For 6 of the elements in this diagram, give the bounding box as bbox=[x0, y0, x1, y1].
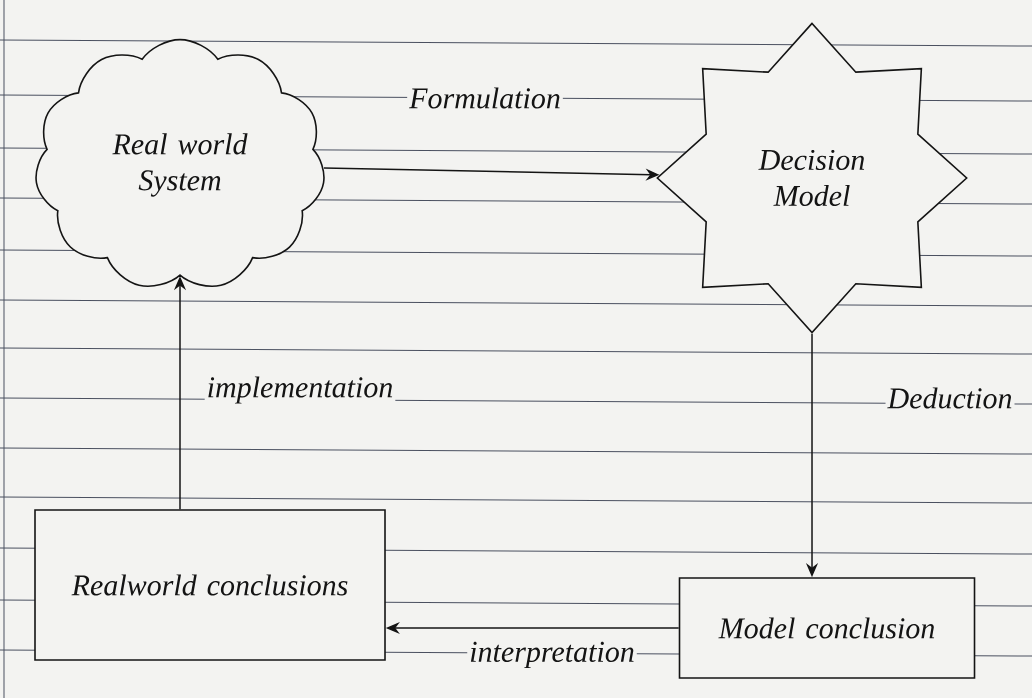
edge-label: implementation bbox=[204, 374, 396, 406]
edge-label: Formulation bbox=[407, 85, 563, 111]
edge-label: interpretation bbox=[467, 639, 637, 671]
process-box: Realworld conclusions bbox=[34, 509, 386, 661]
process-box: Model conclusion bbox=[678, 577, 976, 679]
edge-label: Deduction bbox=[885, 385, 1015, 411]
